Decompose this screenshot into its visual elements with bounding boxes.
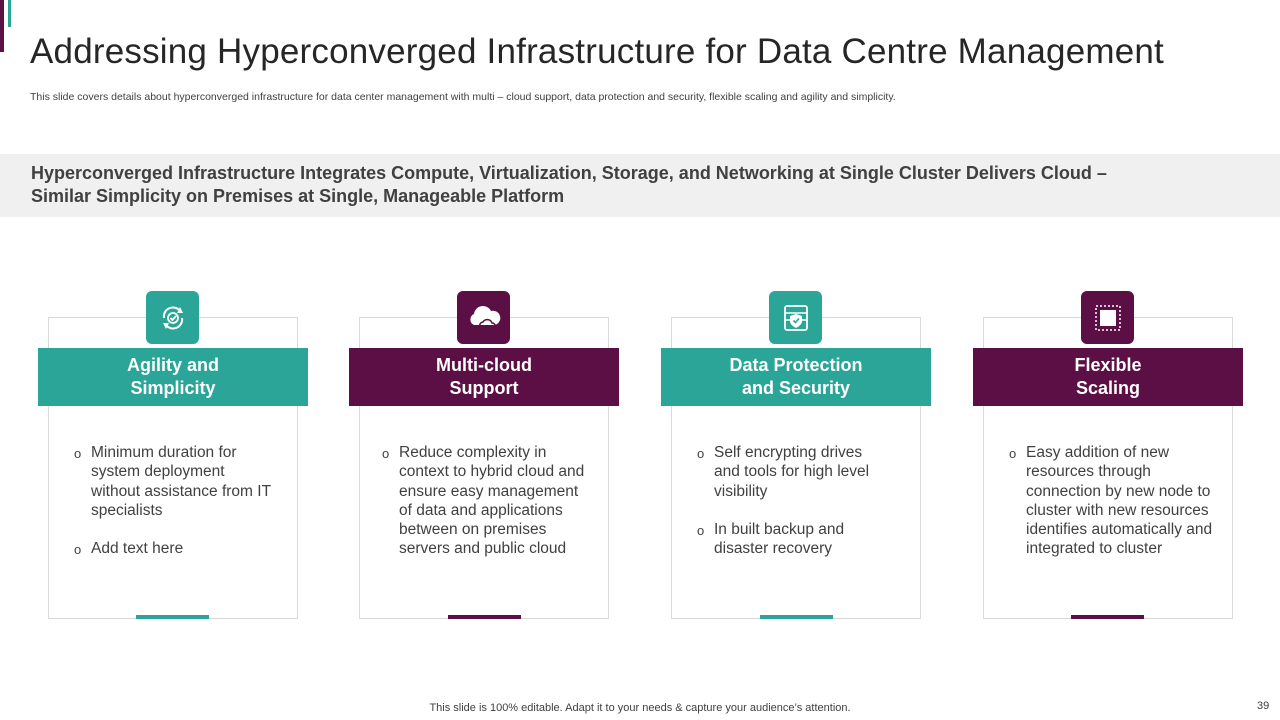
card-data-protection-header: Data Protection and Security (661, 348, 931, 406)
card-title-line-2: Support (449, 378, 519, 398)
card-title-line-1: Multi-cloud (436, 355, 532, 375)
card-multicloud-bullets: Reduce complexity in context to hybrid c… (382, 443, 587, 578)
summary-banner-text: Hyperconverged Infrastructure Integrates… (31, 162, 1211, 208)
slide-title: Addressing Hyperconverged Infrastructure… (30, 32, 1164, 71)
card-title-line-1: Flexible (1074, 355, 1142, 375)
list-item: Self encrypting drives and tools for hig… (697, 443, 892, 501)
page-number: 39 (1257, 700, 1270, 712)
card-title-line-2: and Security (741, 378, 851, 398)
accent-bar-teal (8, 0, 11, 27)
list-item: Minimum duration for system deployment w… (74, 443, 274, 520)
card-flexible-scaling-foot-accent (1071, 615, 1144, 619)
banner-line-1: Hyperconverged Infrastructure Integrates… (31, 163, 1107, 183)
list-item: Reduce complexity in context to hybrid c… (382, 443, 587, 559)
card-title-line-1: Agility and (126, 355, 219, 375)
card-multicloud-foot-accent (448, 615, 521, 619)
slide-subtitle: This slide covers details about hypercon… (30, 91, 896, 103)
banner-line-2: Similar Simplicity on Premises at Single… (31, 186, 565, 206)
cloud-network-icon (457, 291, 510, 344)
list-item: Add text here (74, 539, 274, 560)
summary-banner (0, 154, 1280, 217)
card-agility-foot-accent (136, 615, 209, 619)
card-multicloud-header: Multi-cloud Support (349, 348, 619, 406)
card-data-protection-foot-accent (760, 615, 833, 619)
scaling-square-icon (1081, 291, 1134, 344)
card-title-line-2: Simplicity (130, 378, 216, 398)
accent-bar-plum (0, 0, 4, 52)
list-item: Easy addition of new resources through c… (1009, 443, 1214, 559)
card-agility-bullets: Minimum duration for system deployment w… (74, 443, 274, 577)
card-title-line-1: Data Protection (729, 355, 863, 375)
list-item: In built backup and disaster recovery (697, 520, 892, 559)
card-data-protection-bullets: Self encrypting drives and tools for hig… (697, 443, 892, 577)
card-agility-header: Agility and Simplicity (38, 348, 308, 406)
database-shield-icon (769, 291, 822, 344)
footer-note: This slide is 100% editable. Adapt it to… (429, 702, 851, 714)
agility-check-cycle-icon (146, 291, 199, 344)
card-title-line-2: Scaling (1075, 378, 1141, 398)
card-flexible-scaling-bullets: Easy addition of new resources through c… (1009, 443, 1214, 578)
card-flexible-scaling-header: Flexible Scaling (973, 348, 1243, 406)
